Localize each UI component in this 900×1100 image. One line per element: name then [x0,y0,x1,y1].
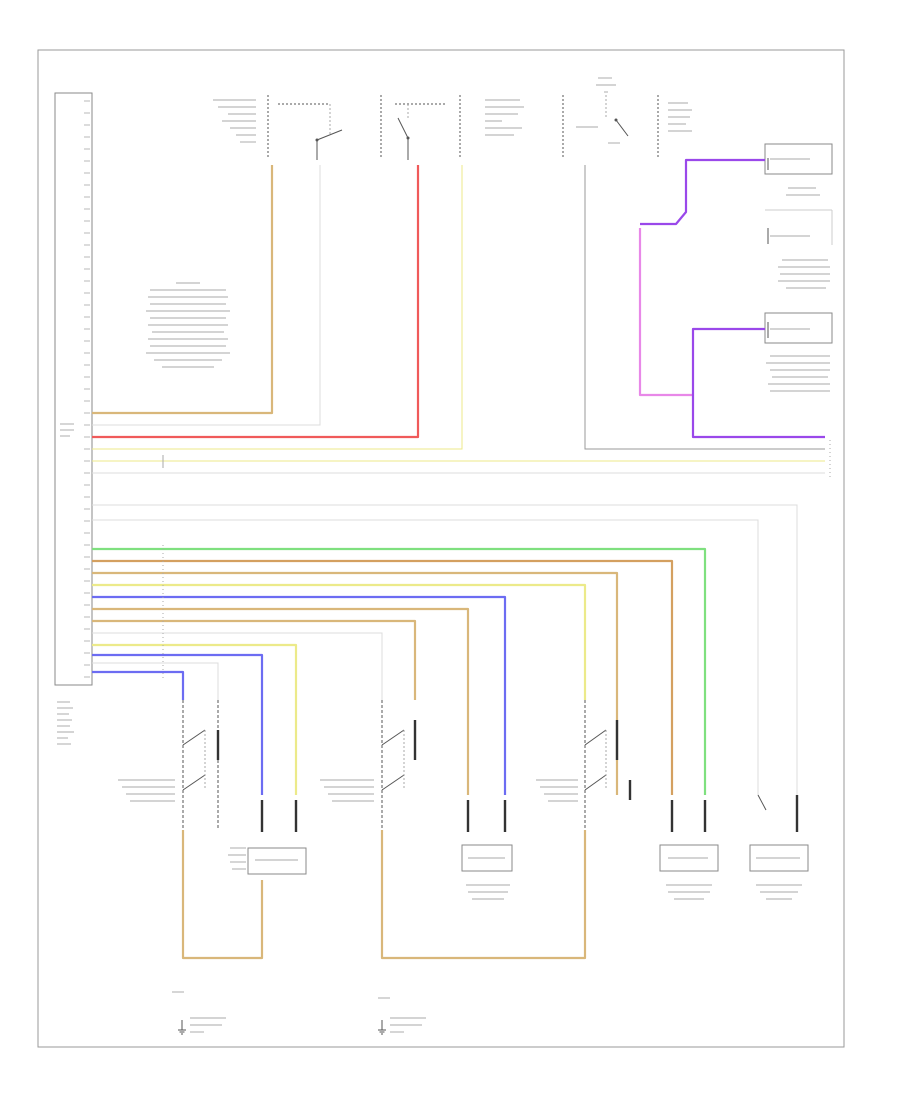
bottom-actuator-2 [461,800,513,900]
wire-gray-right [584,165,825,450]
wire-pink [638,228,693,397]
center-note [146,282,230,368]
top-switch-3 [562,77,692,158]
wire-blue-3 [92,670,185,700]
ground-symbol-2 [378,997,426,1035]
wire-tan-2 [92,571,619,795]
wire-orange [92,559,674,795]
ground-symbol-1 [172,991,226,1035]
wire-white-5 [92,662,219,700]
wire-yellow-top [92,165,463,450]
control-module [54,92,93,686]
wire-tan-4 [92,619,417,700]
wire-white-2 [92,504,798,795]
bottom-switch-3 [536,700,632,828]
wire-white-4 [92,632,383,700]
wire-violet-1 [640,158,765,226]
bottom-actuator-1 [228,800,307,875]
wire-blue-1 [92,595,507,795]
wire-red-top [92,165,420,439]
diagram-frame [37,49,845,1048]
top-switch-1 [213,95,343,160]
wire-white-3 [92,519,759,795]
wire-tan-3 [92,607,470,795]
bottom-switch-2 [320,700,417,828]
control-module-pins [84,100,90,678]
module-caption [57,701,74,745]
bottom-actuator-4 [749,794,809,900]
wire-harness [92,158,825,960]
control-module-label [57,420,77,440]
wire-white-top [92,165,321,426]
right-connector-2 [765,209,833,289]
bottom-switch-1 [118,700,220,828]
wire-blue-2 [92,653,264,795]
right-connector-3 [764,312,833,392]
wire-splice-marks [162,440,831,680]
wire-tan-bottom-1 [181,830,264,960]
right-connector-1 [764,143,833,196]
wire-violet-2 [691,327,825,439]
bottom-actuator-3 [659,800,719,900]
wire-yellow-3 [92,643,298,795]
wire-green [92,547,707,795]
wire-tan-top [92,165,274,415]
wire-yellow-2 [92,583,587,700]
wire-tan-bottom-2 [380,830,587,960]
top-switch-2 [380,95,524,160]
